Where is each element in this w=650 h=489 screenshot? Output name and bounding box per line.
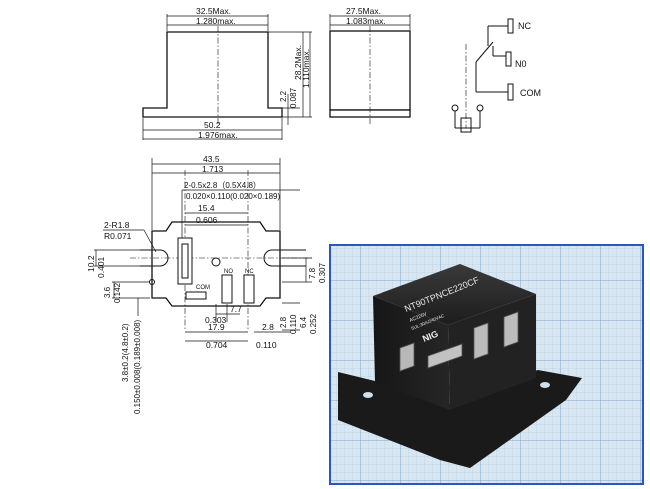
com-label: COM bbox=[520, 88, 541, 98]
front-height-mm: 28.2Max. bbox=[293, 45, 303, 80]
pin-no-label: NO bbox=[224, 269, 233, 275]
terminal-1 bbox=[399, 342, 415, 372]
right-offset-mm: 7.8 bbox=[308, 267, 317, 279]
no-label: N0 bbox=[515, 59, 527, 69]
mount-pitch-in: 1.713 bbox=[202, 164, 224, 174]
com-offset-mm: 17.9 bbox=[208, 322, 225, 332]
pin-row-in: 0.110 bbox=[289, 314, 298, 334]
coil-pitch-mm: 15.4 bbox=[198, 203, 215, 213]
coil-pitch-in: 0.606 bbox=[196, 215, 218, 225]
flange-height-mm: 2.2 bbox=[279, 90, 288, 102]
com-offset-in: 0.704 bbox=[206, 340, 228, 350]
terminal-4 bbox=[503, 311, 519, 348]
front-width-mm: 32.5Max. bbox=[196, 6, 231, 16]
pin-nc-label: NC bbox=[245, 269, 254, 275]
lower-offset-mm: 3.6 bbox=[103, 286, 112, 298]
pin-gap-mm: 2.8 bbox=[262, 322, 274, 332]
base-width-mm: 50.2 bbox=[204, 120, 221, 130]
no-offset-in: 0.303 bbox=[205, 315, 227, 325]
pin-row-mm: 2.8 bbox=[279, 316, 288, 328]
nc-label: NC bbox=[518, 21, 531, 31]
pin-spec-in: 0.020×0.110(0.020×0.189) bbox=[186, 192, 280, 201]
relay-case-top bbox=[373, 264, 536, 325]
front-height-in: 1.110max. bbox=[301, 49, 311, 88]
front-width-in: 1.280max. bbox=[196, 16, 236, 26]
slot-radius-mm: 2-R1.8 bbox=[104, 220, 130, 230]
bottom-tol-in: 0.150±0.008(0.189±0.008) bbox=[133, 319, 142, 414]
pin-com-label: COM bbox=[196, 285, 210, 291]
terminal-3 bbox=[473, 322, 489, 360]
terminal-2 bbox=[427, 343, 463, 369]
slot-width-mm: 10.2 bbox=[86, 255, 96, 272]
side-depth-mm: 27.5Max. bbox=[346, 6, 381, 16]
slot-width-in: 0.401 bbox=[96, 256, 106, 278]
flange-height-in: 0.087 bbox=[289, 87, 298, 108]
pin-gap-in: 0.110 bbox=[256, 340, 277, 350]
right-offset-in: 0.307 bbox=[318, 262, 327, 283]
side-view: 27.5Max. 1.083max. bbox=[329, 6, 411, 124]
side-depth-in: 1.083max. bbox=[346, 16, 386, 26]
contact-schematic: NC N0 COM bbox=[451, 18, 541, 133]
pin-spec-mm: 2-0.5x2.8（0.5X4.8） bbox=[184, 181, 261, 190]
coil-row-in: 0.252 bbox=[309, 313, 318, 334]
bottom-tol-mm: 3.8±0.2(4.8±0.2) bbox=[121, 323, 130, 382]
base-width-in: 1.976max. bbox=[198, 130, 238, 140]
lower-offset-in: 0.142 bbox=[113, 282, 122, 303]
front-view: 32.5Max. 1.280max. 28.2Max. 1.110max. 2.… bbox=[142, 6, 312, 140]
product-photo: NT90TPNCE220CF AC220V 5UL:30A/240VAC NIG bbox=[329, 244, 644, 485]
no-offset-mm: 7.7 bbox=[230, 304, 242, 314]
mount-pitch-mm: 43.5 bbox=[203, 154, 220, 164]
bottom-view: NO NC COM 43.5 1.713 2-0.5x2.8（0.5X4.8） … bbox=[86, 154, 327, 414]
mounting-flange bbox=[338, 370, 582, 468]
coil-row-mm: 6.4 bbox=[299, 316, 308, 328]
slot-radius-in: R0.071 bbox=[104, 231, 132, 241]
